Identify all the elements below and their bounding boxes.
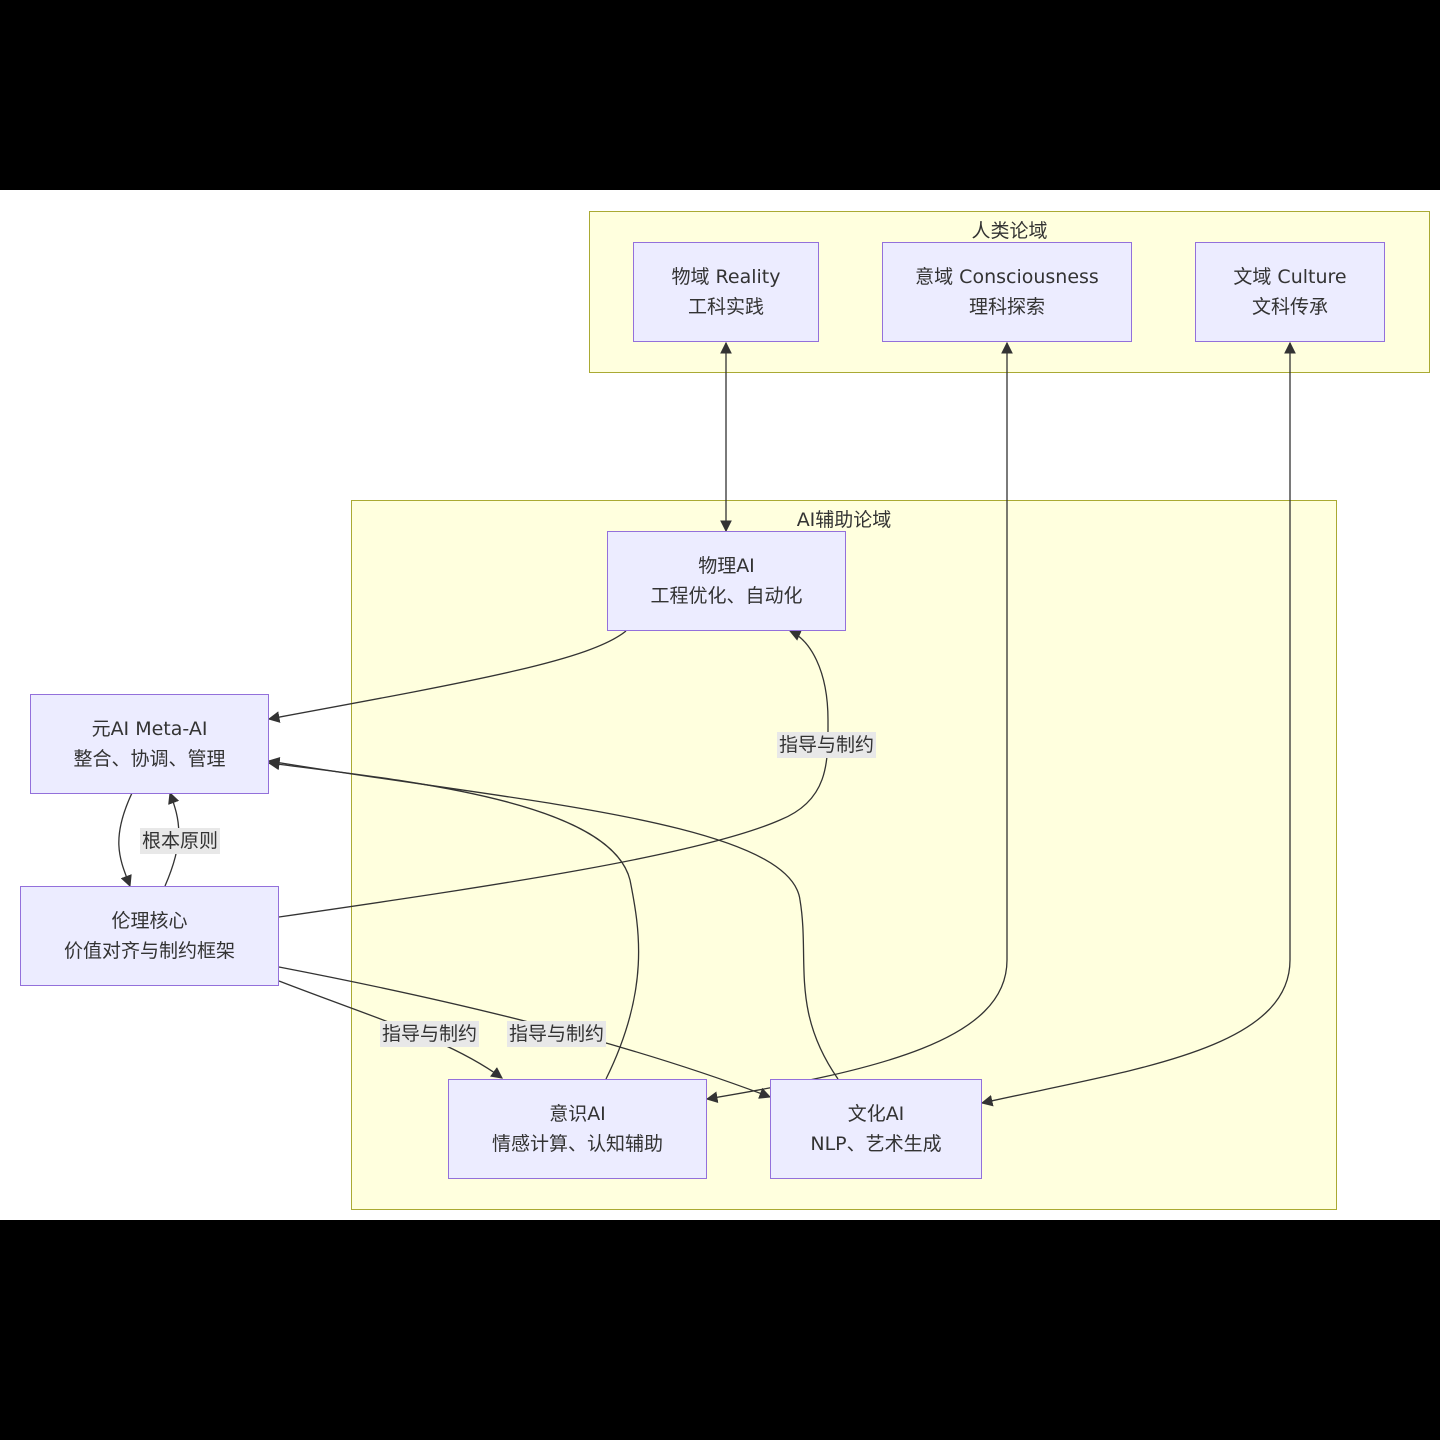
node-meta-ai[interactable]: 元AI Meta-AI 整合、协调、管理 [30,694,269,794]
node-consciousness-ai[interactable]: 意识AI 情感计算、认知辅助 [448,1079,707,1179]
node-reality[interactable]: 物域 Reality 工科实践 [633,242,819,342]
node-culture-ai-subtitle: NLP、艺术生成 [810,1133,942,1155]
edge-label-guide-physical-ai: 指导与制约 [777,732,877,758]
edge-label-fundamental-principle: 根本原则 [140,828,221,854]
node-consciousness-title: 意域 Consciousness [915,266,1099,288]
node-reality-title: 物域 Reality [671,266,781,288]
node-culture[interactable]: 文域 Culture 文科传承 [1195,242,1385,342]
node-culture-ai-title: 文化AI [847,1103,905,1125]
node-consciousness-ai-subtitle: 情感计算、认知辅助 [491,1133,663,1155]
node-physical-ai[interactable]: 物理AI 工程优化、自动化 [607,531,846,631]
node-culture-ai[interactable]: 文化AI NLP、艺术生成 [770,1079,982,1179]
node-meta-ai-title: 元AI Meta-AI [91,718,208,740]
node-ethics-core[interactable]: 伦理核心 价值对齐与制约框架 [20,886,279,986]
node-ethics-core-subtitle: 价值对齐与制约框架 [63,940,235,962]
node-ethics-core-title: 伦理核心 [111,910,188,932]
node-physical-ai-title: 物理AI [698,555,755,577]
node-consciousness-ai-title: 意识AI [549,1103,606,1125]
node-reality-subtitle: 工科实践 [687,296,764,318]
node-consciousness[interactable]: 意域 Consciousness 理科探索 [882,242,1132,342]
node-culture-subtitle: 文科传承 [1251,296,1328,318]
node-consciousness-subtitle: 理科探索 [968,296,1045,318]
node-culture-title: 文域 Culture [1233,266,1347,288]
edge-label-guide-culture-ai: 指导与制约 [507,1021,607,1047]
edge-label-guide-consciousness-ai: 指导与制约 [380,1021,480,1047]
cluster-human-domain-title: 人类论域 [971,220,1048,242]
node-meta-ai-subtitle: 整合、协调、管理 [73,748,226,770]
node-physical-ai-subtitle: 工程优化、自动化 [650,585,803,607]
cluster-ai-domain-title: AI辅助论域 [796,509,892,531]
